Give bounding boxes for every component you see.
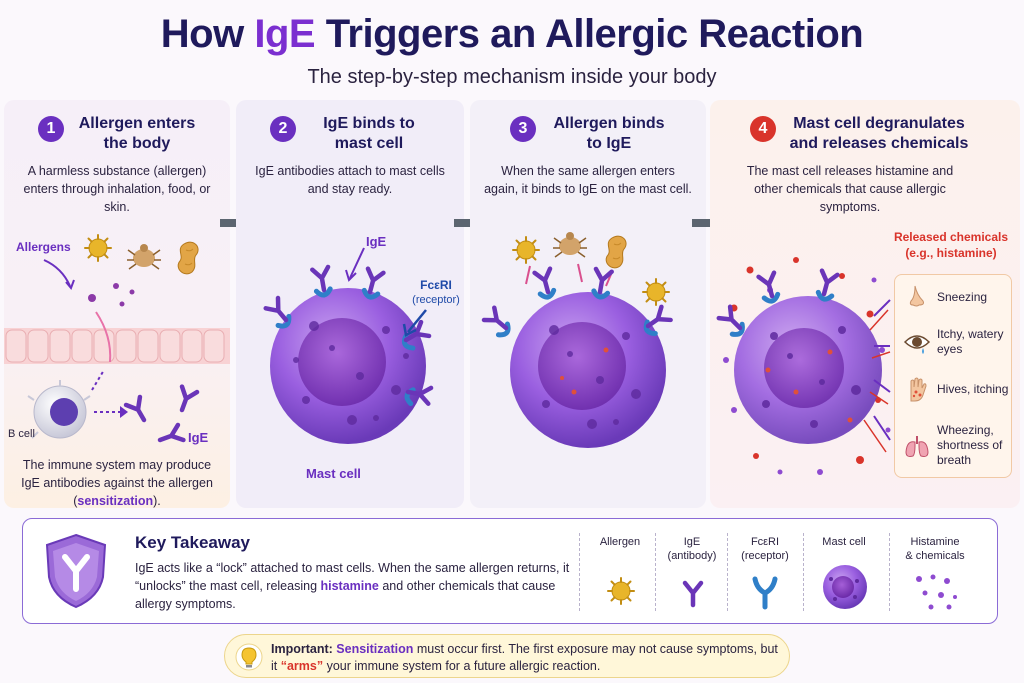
title-highlight: IgE xyxy=(254,12,316,56)
step-4-description: The mast cell releases histamine and oth… xyxy=(746,164,954,214)
mast-cell-label: Mast cell xyxy=(306,466,361,481)
symptom-arrows xyxy=(873,299,891,441)
step-2-number: 2 xyxy=(270,116,296,142)
dust-mite-icon xyxy=(126,243,162,270)
step-3-title: Allergen binds to IgE xyxy=(553,115,665,152)
page-subtitle: The step-by-step mechanism inside your b… xyxy=(307,66,717,88)
key-takeaway-box: Key Takeaway IgE acts like a “lock” atta… xyxy=(22,518,998,624)
step-4-illustration xyxy=(710,257,891,475)
hand-icon xyxy=(910,377,927,402)
important-text: Important: Sensitization must occur firs… xyxy=(271,642,778,673)
step-1-title: Allergen enters the body xyxy=(78,115,196,152)
step-1-footer: The immune system may produce IgE antibo… xyxy=(21,458,213,508)
arms-term: “arms” xyxy=(280,659,324,673)
title-post: Triggers an Allergic Reaction xyxy=(315,12,864,56)
mast-cell-nucleus xyxy=(298,318,386,406)
fceri-legend-icon xyxy=(752,576,778,610)
step-2-header: 2 IgE binds to mast cell xyxy=(270,114,450,154)
pollen-icon xyxy=(84,234,112,262)
ige-label: IgE xyxy=(188,430,209,445)
lightbulb-icon xyxy=(235,643,263,671)
mast-cell-legend-icon xyxy=(823,565,867,609)
fceri-label: FcεRI xyxy=(420,278,452,292)
allergen-pointer-arrow xyxy=(43,259,71,287)
legend-histamine: Histamine& chemicals xyxy=(905,536,965,562)
shield-icon xyxy=(45,533,107,609)
step-2-panel: 2 IgE binds to mast cell IgE antibodies … xyxy=(236,100,464,508)
step-3-illustration xyxy=(470,231,706,448)
legend-mast-cell: Mast cell xyxy=(822,536,866,548)
symptom-wheezing: Wheezing, shortness of breath xyxy=(903,423,1015,468)
symptom-hives: Hives, itching xyxy=(903,375,1008,403)
ige-label: IgE xyxy=(366,234,387,249)
key-takeaway-title: Key Takeaway xyxy=(135,533,250,552)
receptor-note: (receptor) xyxy=(412,294,460,306)
allergen-particles xyxy=(88,283,135,307)
peanut-icon xyxy=(177,241,199,275)
title-pre: How xyxy=(160,12,255,56)
sensitization-term: sensitization xyxy=(77,494,154,508)
dust-mite-icon xyxy=(552,231,588,258)
pollen-icon xyxy=(512,236,540,264)
step-1-panel: 1 Allergen enters the body A harmless su… xyxy=(4,100,230,508)
symptoms-list: Sneezing Itchy, watery eyes Hives, itchi… xyxy=(894,274,1012,478)
important-note: Important: Sensitization must occur firs… xyxy=(224,634,790,678)
lungs-icon xyxy=(905,435,929,457)
histamine-legend-icon xyxy=(916,574,957,610)
legend-ige: IgE(antibody) xyxy=(667,536,717,562)
step-4-header: 4 Mast cell degranulates and releases ch… xyxy=(750,114,980,154)
step-2-description: IgE antibodies attach to mast cells and … xyxy=(255,164,445,196)
key-takeaway-text: IgE acts like a “lock” attached to mast … xyxy=(135,561,570,611)
released-chemicals-title: Released chemicals xyxy=(893,230,1009,244)
step-1-number: 1 xyxy=(38,116,64,142)
step-4-title: Mast cell degranulates and releases chem… xyxy=(789,115,969,152)
step-3-number: 3 xyxy=(510,116,536,142)
ige-legend-icon xyxy=(673,571,713,611)
ige-antibody-icon xyxy=(174,387,197,413)
step-1-illustration xyxy=(4,234,230,508)
allergens-label: Allergens xyxy=(16,240,71,254)
legend-fceri: FcεRI(receptor) xyxy=(741,536,789,562)
step-1-description: A harmless substance (allergen) enters t… xyxy=(23,164,211,214)
step-3-description: When the same allergen enters again, it … xyxy=(484,164,692,196)
allergen-legend-icon xyxy=(607,577,635,605)
peanut-icon xyxy=(605,235,627,269)
symptom-sneezing: Sneezing xyxy=(903,283,987,311)
released-chemicals-note: (e.g., histamine) xyxy=(905,246,997,260)
step-4-number: 4 xyxy=(750,116,776,142)
released-granules xyxy=(723,257,891,475)
b-cell-label: B cell xyxy=(8,428,35,440)
ige-antibody-icon xyxy=(126,397,151,424)
sensitization-term: Sensitization xyxy=(336,642,414,656)
pollen-icon xyxy=(642,278,670,306)
eye-icon xyxy=(903,335,931,354)
step-2-title: IgE binds to mast cell xyxy=(323,115,415,152)
page-title: How IgE Triggers an Allergic Reaction xyxy=(0,12,1024,57)
histamine-term: histamine xyxy=(320,579,379,593)
step-3-panel: 3 Allergen binds to IgE When the same al… xyxy=(470,100,706,508)
legend-allergen: Allergen xyxy=(599,536,641,548)
nose-icon xyxy=(909,285,924,307)
symptom-itchy-eyes: Itchy, watery eyes xyxy=(903,327,1011,357)
step-2-illustration xyxy=(236,247,464,444)
step-3-header: 3 Allergen binds to IgE xyxy=(510,114,690,154)
step-1-header: 1 Allergen enters the body xyxy=(38,114,216,154)
ige-antibody-icon xyxy=(157,425,183,448)
